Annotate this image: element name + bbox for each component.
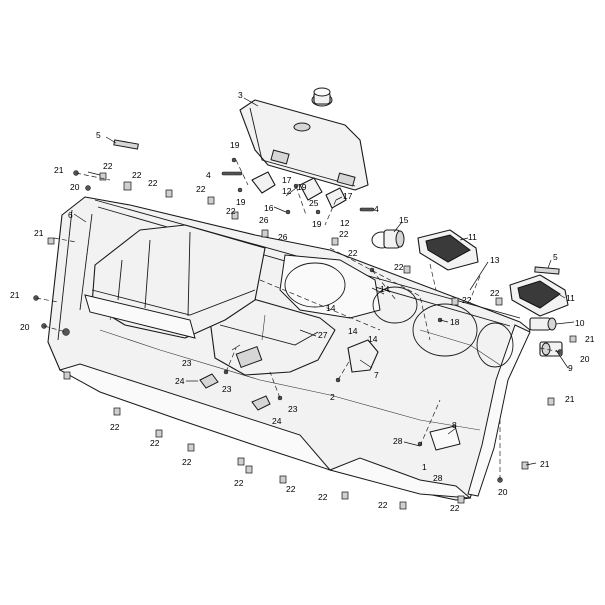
callout-23a: 23 bbox=[182, 358, 192, 368]
speaker-right-11 bbox=[509, 274, 569, 317]
callout-26b: 26 bbox=[278, 232, 288, 242]
callout-22c: 22 bbox=[148, 178, 158, 188]
callout-18: 18 bbox=[450, 317, 460, 327]
callout-21f: 21 bbox=[585, 334, 595, 344]
callout-labels: 3 5 5 6 4 4 19 19 19 19 17 17 12 12 25 1… bbox=[10, 90, 595, 513]
callout-28b: 28 bbox=[433, 473, 443, 483]
clips bbox=[47, 172, 577, 510]
callout-22g: 22 bbox=[348, 248, 358, 258]
callout-13: 13 bbox=[490, 255, 500, 265]
callout-11a: 11 bbox=[468, 232, 477, 242]
module-7 bbox=[347, 339, 379, 373]
callout-20c: 20 bbox=[580, 354, 590, 364]
callout-5-right: 5 bbox=[553, 252, 558, 262]
callout-9: 9 bbox=[568, 363, 573, 373]
callout-20a: 20 bbox=[70, 182, 80, 192]
callout-27: 27 bbox=[318, 330, 328, 340]
connector-10 bbox=[529, 317, 557, 331]
instrument-cluster-opening bbox=[259, 247, 514, 368]
connector-9 bbox=[539, 341, 563, 357]
callout-21d: 21 bbox=[565, 394, 575, 404]
callout-21b: 21 bbox=[34, 228, 44, 238]
callout-1: 1 bbox=[422, 462, 427, 472]
callout-19c: 19 bbox=[297, 182, 307, 192]
callout-6: 6 bbox=[68, 210, 73, 220]
latch-part bbox=[311, 87, 333, 107]
callout-19d: 19 bbox=[312, 219, 322, 229]
callout-26a: 26 bbox=[259, 215, 269, 225]
callout-21c: 21 bbox=[10, 290, 20, 300]
pad-5-left bbox=[113, 139, 139, 150]
callout-22m: 22 bbox=[182, 457, 192, 467]
callout-10: 10 bbox=[575, 318, 585, 328]
callout-22k: 22 bbox=[110, 422, 120, 432]
callout-20d: 20 bbox=[498, 487, 508, 497]
lid-3 bbox=[239, 99, 369, 191]
callout-23c: 23 bbox=[288, 404, 298, 414]
callout-5-left: 5 bbox=[96, 130, 101, 140]
callout-17b: 17 bbox=[343, 191, 353, 201]
callout-22h: 22 bbox=[394, 262, 404, 272]
callout-22d: 22 bbox=[196, 184, 206, 194]
assembly-lines bbox=[35, 159, 561, 480]
screws-4 bbox=[221, 171, 375, 212]
callout-19a: 19 bbox=[230, 140, 240, 150]
callout-22e: 22 bbox=[226, 206, 236, 216]
callout-14b: 14 bbox=[326, 303, 336, 313]
callout-22l: 22 bbox=[150, 438, 160, 448]
callout-2: 2 bbox=[330, 392, 335, 402]
callout-22f: 22 bbox=[339, 229, 349, 239]
callout-20b: 20 bbox=[20, 322, 30, 332]
hinge-assembly bbox=[251, 171, 347, 209]
callout-19b: 19 bbox=[236, 197, 246, 207]
callout-22a: 22 bbox=[103, 161, 113, 171]
leader-lines bbox=[73, 97, 575, 466]
callout-14a: 14 bbox=[380, 284, 390, 294]
callout-22p: 22 bbox=[318, 492, 328, 502]
callout-14d: 14 bbox=[368, 334, 378, 344]
callout-21a: 21 bbox=[54, 165, 64, 175]
callout-23b: 23 bbox=[222, 384, 232, 394]
speaker-left-11 bbox=[417, 229, 479, 271]
switch-15 bbox=[371, 229, 405, 249]
callout-21e: 21 bbox=[540, 459, 550, 469]
callout-8: 8 bbox=[452, 420, 457, 430]
callout-12a: 12 bbox=[282, 186, 292, 196]
callout-12b: 12 bbox=[340, 218, 350, 228]
callout-22j: 22 bbox=[490, 288, 500, 298]
callout-28a: 28 bbox=[393, 436, 403, 446]
callout-4-left: 4 bbox=[206, 170, 211, 180]
pad-5-right bbox=[534, 266, 560, 275]
callout-22n: 22 bbox=[234, 478, 244, 488]
storage-bin bbox=[84, 224, 266, 339]
callout-24a: 24 bbox=[175, 376, 185, 386]
callout-22i: 22 bbox=[462, 295, 472, 305]
callout-24b: 24 bbox=[272, 416, 282, 426]
screws bbox=[33, 157, 563, 483]
callout-4-right: 4 bbox=[374, 204, 379, 214]
callout-14c: 14 bbox=[348, 326, 358, 336]
strips-24 bbox=[199, 373, 271, 411]
bracket-8 bbox=[429, 425, 461, 451]
callout-22r: 22 bbox=[450, 503, 460, 513]
callout-25: 25 bbox=[309, 198, 319, 208]
callout-16: 16 bbox=[264, 203, 274, 213]
callout-7: 7 bbox=[374, 370, 379, 380]
callout-17a: 17 bbox=[282, 175, 292, 185]
callout-22o: 22 bbox=[286, 484, 296, 494]
callout-22b: 22 bbox=[132, 170, 142, 180]
callout-22q: 22 bbox=[378, 500, 388, 510]
callout-15: 15 bbox=[399, 215, 409, 225]
callout-3: 3 bbox=[238, 90, 243, 100]
center-console-27 bbox=[209, 297, 336, 376]
callout-11b: 11 bbox=[566, 293, 575, 303]
